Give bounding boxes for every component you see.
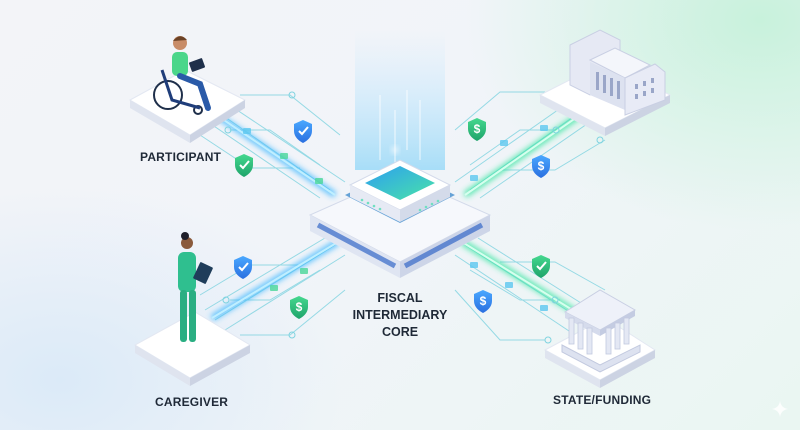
dollar-shield-icon: $ <box>474 290 492 313</box>
svg-text:$: $ <box>296 300 303 314</box>
dollar-shield-icon: $ <box>290 296 308 319</box>
svg-text:$: $ <box>538 159 545 173</box>
badges: $ $ $ $ <box>234 118 550 319</box>
core-label-line-3: CORE <box>381 325 419 339</box>
dollar-shield-icon: $ <box>468 118 486 141</box>
participant-label: PARTICIPANT <box>140 150 222 164</box>
bank-columns-icon <box>561 289 641 373</box>
server-core-icon <box>308 30 492 278</box>
check-shield-icon <box>294 120 312 143</box>
dollar-shield-icon: $ <box>532 155 550 178</box>
core-label: FISCAL INTERMEDIARY CORE <box>335 290 465 341</box>
core-label-line-2: INTERMEDIARY <box>352 308 448 322</box>
check-shield-icon <box>532 255 550 278</box>
caregiver-label: CAREGIVER <box>155 395 229 409</box>
nurse-with-clipboard-icon <box>178 232 213 346</box>
check-shield-icon <box>235 154 253 177</box>
wheelchair-user-icon <box>153 36 211 115</box>
sparkle-icon <box>772 401 788 417</box>
svg-text:$: $ <box>480 294 487 308</box>
check-shield-icon <box>234 256 252 279</box>
svg-text:$: $ <box>474 122 481 136</box>
state-funding-label: STATE/FUNDING <box>553 393 652 407</box>
core-label-line-1: FISCAL <box>377 291 423 305</box>
government-building-icon <box>569 29 666 116</box>
